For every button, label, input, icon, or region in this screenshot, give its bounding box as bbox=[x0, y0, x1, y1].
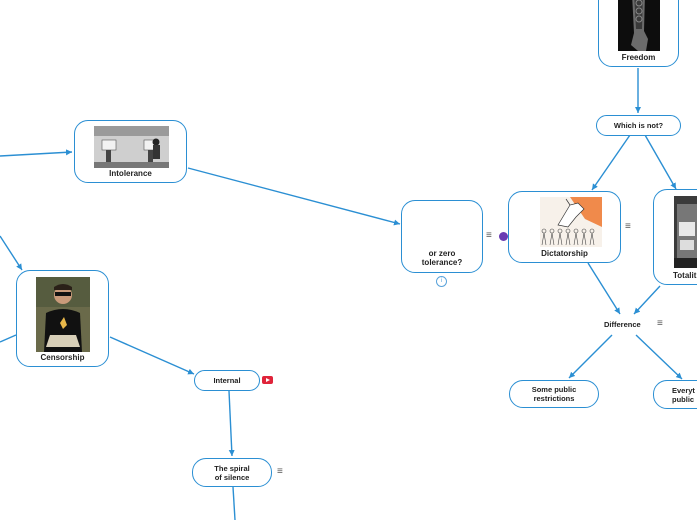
totalitarianism-label: Totalit bbox=[673, 271, 697, 280]
connector-internal-spiral bbox=[228, 390, 235, 457]
everything-public-label: Everyt public bbox=[672, 385, 695, 404]
everything-public-node[interactable]: Everyt public bbox=[653, 380, 697, 409]
tag-icon[interactable] bbox=[499, 232, 508, 241]
connector-dictatorship-difference bbox=[587, 262, 621, 315]
freedom-node[interactable]: Freedom bbox=[598, 0, 679, 67]
spiral-of-silence-label: The spiral of silence bbox=[214, 463, 250, 482]
connector-to-intolerance bbox=[0, 149, 73, 157]
spiral-of-silence-node[interactable]: The spiral of silence bbox=[192, 458, 272, 487]
censorship-label: Censorship bbox=[40, 353, 85, 362]
censorship-image bbox=[36, 277, 90, 352]
intolerance-image bbox=[94, 126, 169, 168]
connector-censorship-left bbox=[0, 334, 17, 343]
youtube-icon[interactable] bbox=[262, 376, 273, 384]
connector-intolerance-zero-tolerance bbox=[187, 167, 401, 226]
connector-difference-restrictions bbox=[568, 334, 613, 379]
some-public-restrictions-label: Some public restrictions bbox=[531, 385, 577, 403]
internal-label: Internal bbox=[213, 376, 241, 385]
freedom-image bbox=[618, 0, 660, 51]
dictatorship-label: Dictatorship bbox=[541, 249, 588, 258]
note-icon[interactable]: ≡ bbox=[625, 221, 631, 232]
connector-spiral-down bbox=[232, 486, 236, 520]
connector-difference-everything bbox=[635, 334, 683, 380]
info-icon[interactable]: i bbox=[436, 276, 447, 287]
dictatorship-image bbox=[540, 197, 602, 247]
zero-tolerance-node[interactable]: or zero tolerance? bbox=[401, 200, 483, 273]
totalitarianism-image bbox=[674, 196, 697, 268]
which-is-not-label: Which is not? bbox=[613, 121, 664, 130]
connector-which-dictatorship bbox=[591, 134, 631, 191]
dictatorship-node[interactable]: Dictatorship bbox=[508, 191, 621, 263]
note-icon[interactable]: ≡ bbox=[657, 318, 663, 329]
intolerance-label: Intolerance bbox=[109, 169, 152, 178]
connector-totalitarianism-difference bbox=[633, 285, 661, 315]
difference-node[interactable]: Difference bbox=[604, 320, 641, 329]
freedom-label: Freedom bbox=[621, 53, 656, 62]
connector-which-totalitarianism bbox=[644, 134, 677, 190]
intolerance-node[interactable]: Intolerance bbox=[74, 120, 187, 183]
note-icon[interactable]: ≡ bbox=[486, 230, 492, 241]
censorship-node[interactable]: Censorship bbox=[16, 270, 109, 367]
totalitarianism-node[interactable]: Totalit bbox=[653, 189, 697, 285]
some-public-restrictions-node[interactable]: Some public restrictions bbox=[509, 380, 599, 408]
connector-censorship-internal bbox=[109, 336, 195, 375]
zero-tolerance-label: or zero tolerance? bbox=[421, 249, 463, 267]
internal-node[interactable]: Internal bbox=[194, 370, 260, 391]
note-icon[interactable]: ≡ bbox=[277, 466, 283, 477]
connector-to-censorship bbox=[0, 235, 23, 271]
which-is-not-node[interactable]: Which is not? bbox=[596, 115, 681, 136]
difference-label: Difference bbox=[604, 320, 641, 329]
